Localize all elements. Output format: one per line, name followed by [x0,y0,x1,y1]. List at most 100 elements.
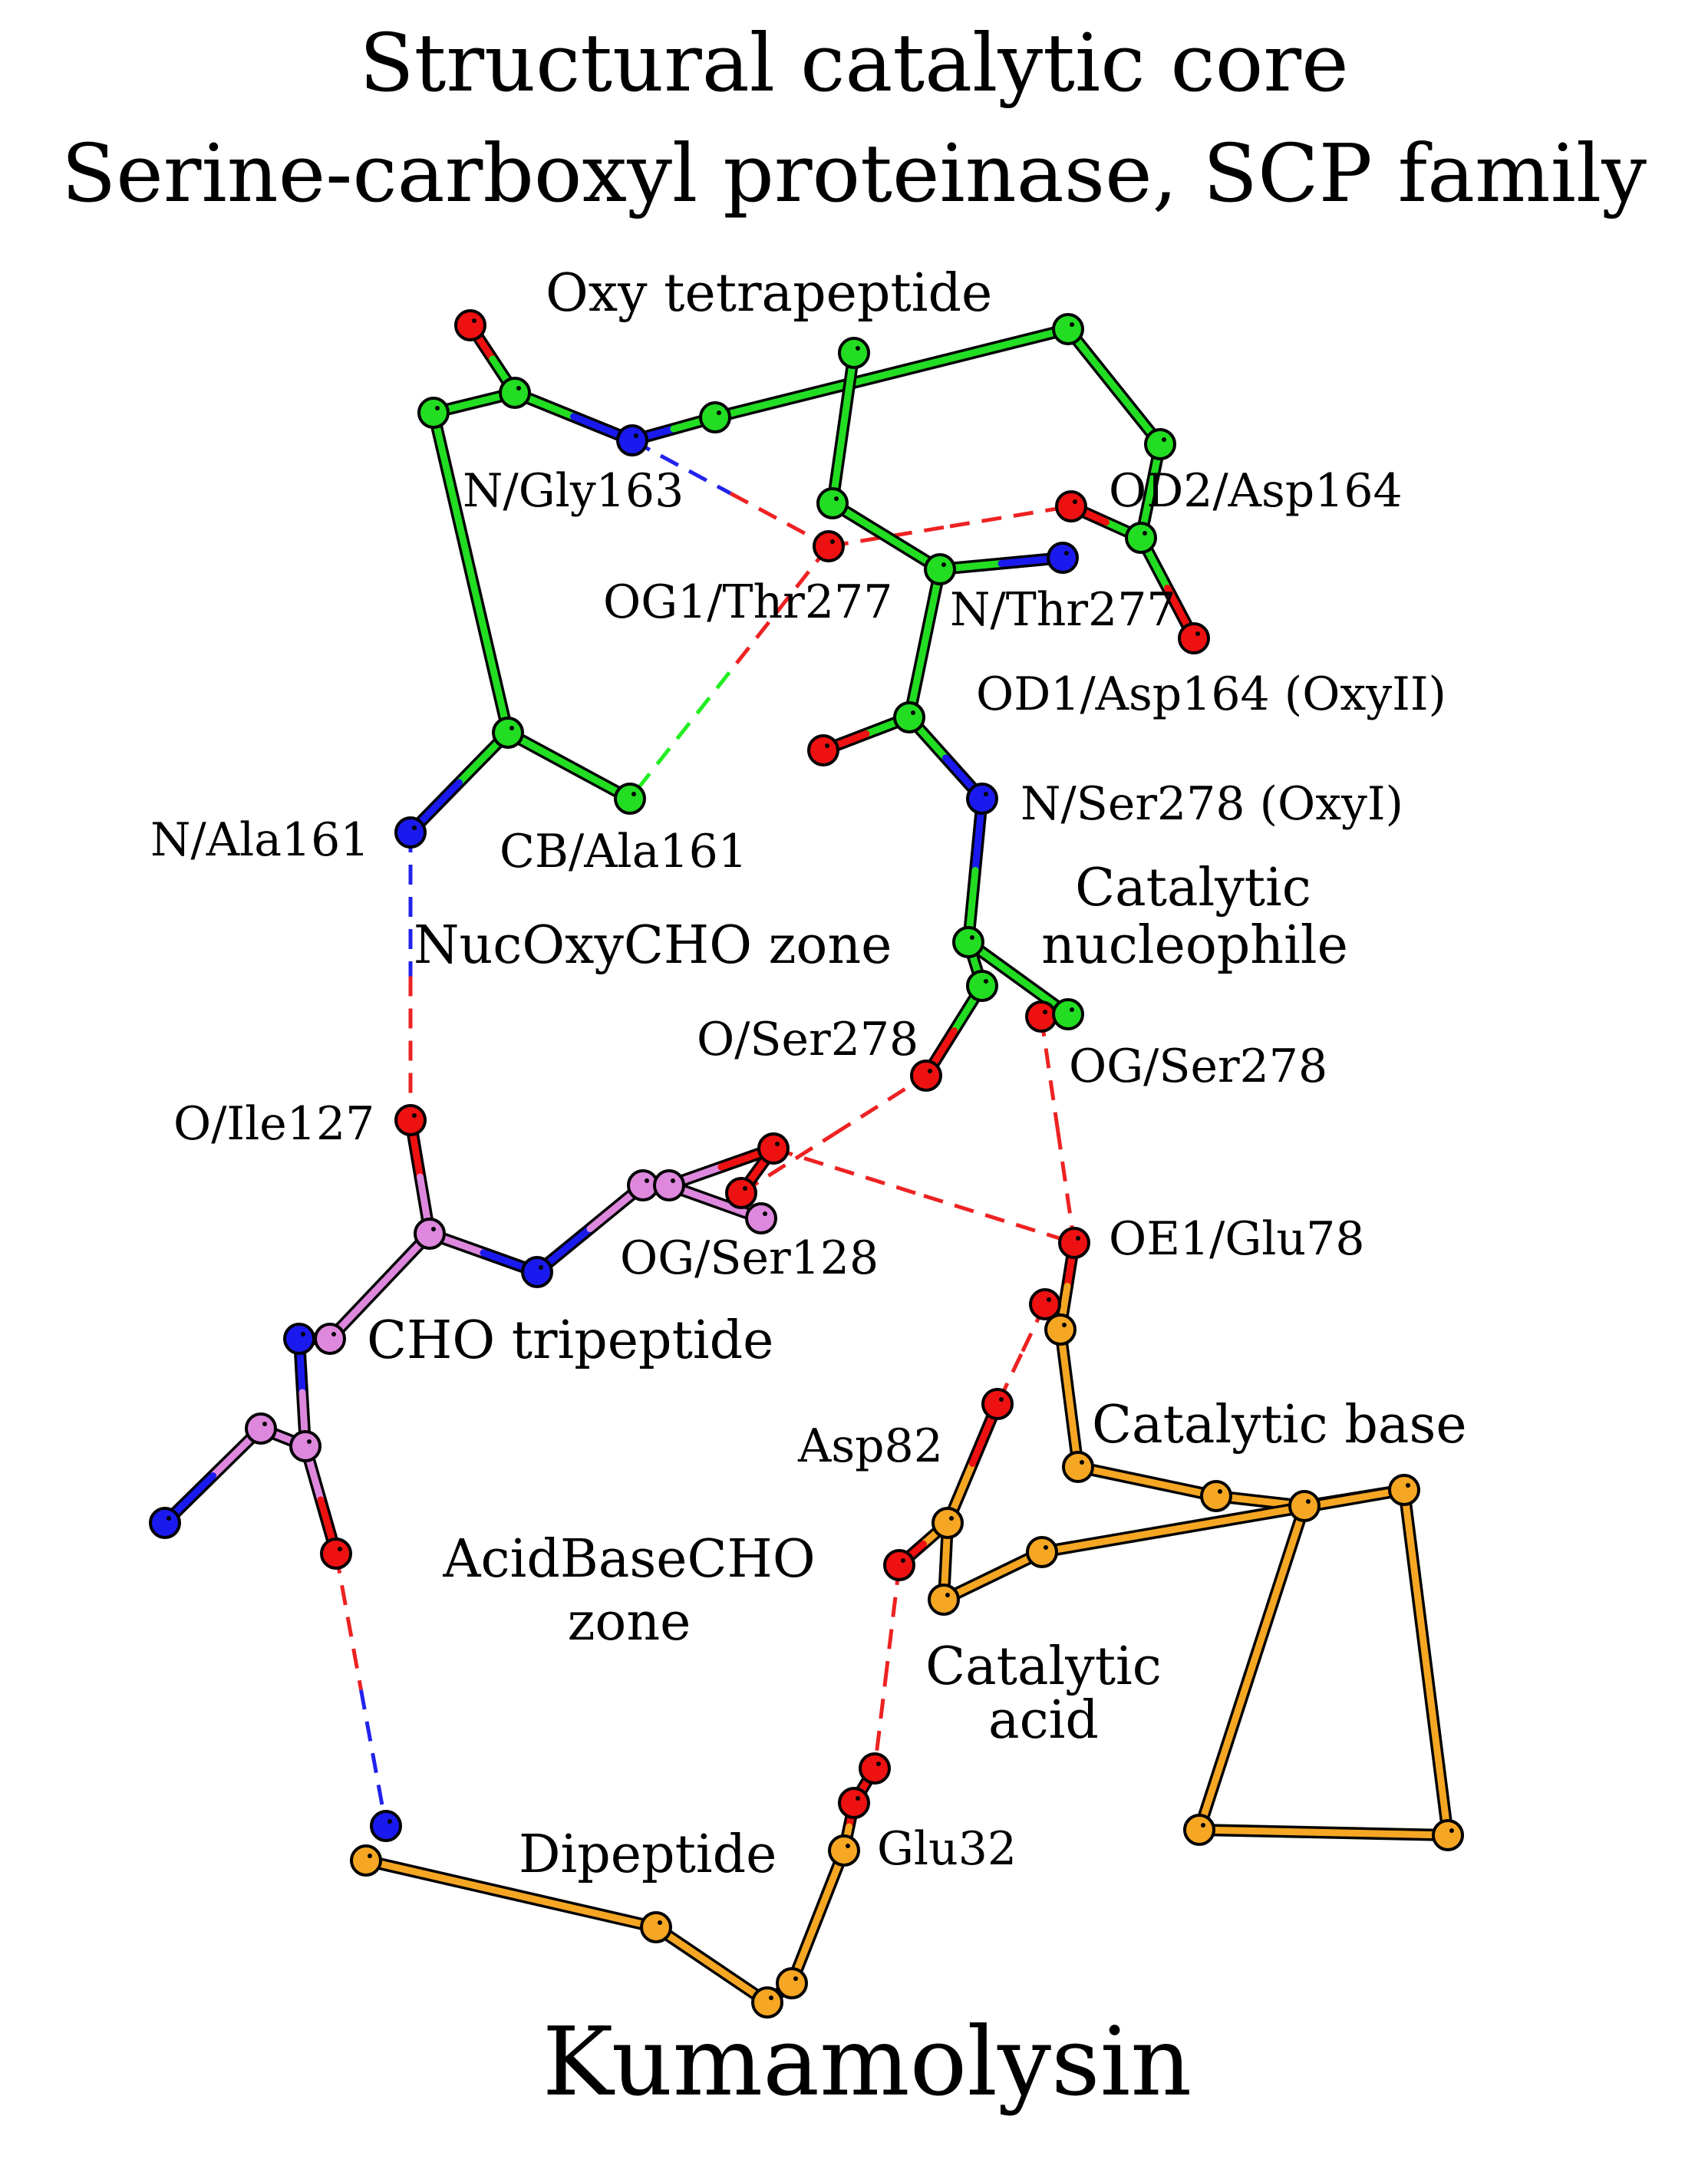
label-cho-tripeptide: CHO tripeptide [367,1310,773,1371]
atom-g9 [924,553,956,585]
atom-o2 [1062,1451,1094,1483]
atom-g_nthr [1047,542,1079,574]
atom-o14 [640,1911,672,1943]
atom-p_nb3 [149,1507,181,1539]
atom-g5 [1052,313,1084,345]
hydrogen-bond-5-b [923,1194,1075,1245]
atom-g_og [1025,1000,1057,1033]
protein-name: Kumamolysin [542,2007,1192,2118]
label-glu32: Glu32 [877,1822,1017,1876]
hydrogen-bond-1-a [828,524,951,549]
atom-g7 [1125,522,1157,554]
atom-g_or [454,309,486,341]
hydrogen-bond-0-a [631,438,732,496]
atom-o3 [1200,1480,1232,1512]
bond-4-b [888,325,1072,377]
atom-p7 [245,1412,277,1445]
label-oxy-tetrapeptide: Oxy tetrapeptide [546,263,992,324]
atom-p4 [745,1202,777,1234]
hydrogen-bond-9-b [359,1689,388,1827]
atom-o9 [928,1584,960,1616]
label-catalytic-acid-2: acid [988,1690,1099,1751]
atom-o7 [1183,1814,1215,1846]
atom-g4 [838,337,870,369]
bond-42-b [1195,1826,1327,1836]
atom-o15 [350,1844,382,1877]
label-n-ser278: N/Ser278 (OxyI) [1021,777,1403,831]
hydrogen-bond-1-b [949,504,1072,529]
atom-o11 [828,1834,860,1867]
hydrogen-bond-2-b [628,671,731,800]
atom-g_od2 [1055,490,1087,522]
bond-42-a [1320,1829,1452,1839]
atom-o12 [776,1967,808,1999]
bond-4-a [711,370,895,421]
atom-g3 [699,401,731,433]
label-acidbasecho-1: AcidBaseCHO [442,1529,815,1590]
atom-g12 [966,970,998,1002]
atom-o13 [751,1986,783,2019]
atom-o1 [1044,1313,1077,1346]
hydrogen-bond-9-a [334,1553,363,1690]
atom-g_oser [910,1060,942,1092]
atom-o_rg2 [838,1787,870,1819]
label-od2-asp164: OD2/Asp164 [1109,464,1403,518]
label-o-ile127: O/Ile127 [173,1097,374,1151]
atom-p_or [725,1177,757,1209]
atom-g_og1 [813,530,845,562]
label-layer: Structural catalytic core Serine-carboxy… [61,16,1647,2118]
title-line-1: Structural catalytic core [359,16,1348,110]
atom-p3 [653,1169,685,1201]
bond-44-b [1038,1518,1227,1556]
atom-o_rg1 [859,1752,891,1785]
atom-g14 [492,717,524,749]
hydrogen-bond-6-a [740,1132,835,1195]
hydrogen-bond-8-b [872,1666,889,1769]
hydrogen-bond-5-a [773,1146,925,1198]
atom-p_nb2 [283,1323,315,1355]
label-cb-ala161: CB/Ala161 [500,825,747,878]
bond-54-a [507,1890,660,1931]
bond-19-a [430,409,474,576]
atom-p5 [314,1323,346,1355]
atom-o_asp [981,1388,1014,1420]
atom-g13 [1052,998,1084,1030]
label-og1-thr277: OG1/Thr277 [603,575,892,629]
atom-p_oile [394,1104,427,1136]
title-line-2: Serine-carboxyl proteinase, SCP family [61,127,1647,220]
atom-p6 [289,1430,321,1462]
label-n-thr277: N/Thr277 [950,583,1176,637]
bond-41-a [1400,1486,1429,1666]
atom-o6 [1432,1819,1464,1851]
atom-p1 [414,1218,446,1250]
atom-o8 [1026,1536,1058,1568]
hydrogen-bond-4-b [1056,1129,1077,1244]
atom-o_or [1029,1288,1061,1320]
hydrogen-bond-8-a [885,1564,902,1667]
label-og-ser128: OG/Ser128 [620,1231,879,1285]
atom-g1 [499,377,531,409]
atom-g_nser [966,783,998,815]
label-catalytic-nucleophile-1: Catalytic [1075,858,1311,918]
hydrogen-bond-4-a [1039,1016,1060,1130]
hydrogen-bond-6-b [833,1073,928,1136]
atom-g11 [952,926,984,958]
bond-43-a [1195,1664,1255,1834]
atom-o5 [1388,1474,1420,1506]
atom-g_nb [616,424,648,456]
label-acidbasecho-2: zone [568,1592,691,1653]
atom-g6 [1144,428,1176,460]
atom-o_or2 [883,1549,915,1581]
atom-g2 [417,397,450,429]
atom-p_og [757,1132,790,1165]
atom-o10 [931,1507,964,1539]
bond-54-b [362,1857,515,1897]
label-nucoxycho-zone: NucOxyCHO zone [414,915,892,976]
hydrogen-bond-2-a [727,545,830,674]
atom-g8 [816,487,849,519]
hydrogen-bond-0-b [729,491,830,549]
bond-19-b [467,569,512,737]
label-catalytic-base: Catalytic base [1092,1395,1467,1455]
